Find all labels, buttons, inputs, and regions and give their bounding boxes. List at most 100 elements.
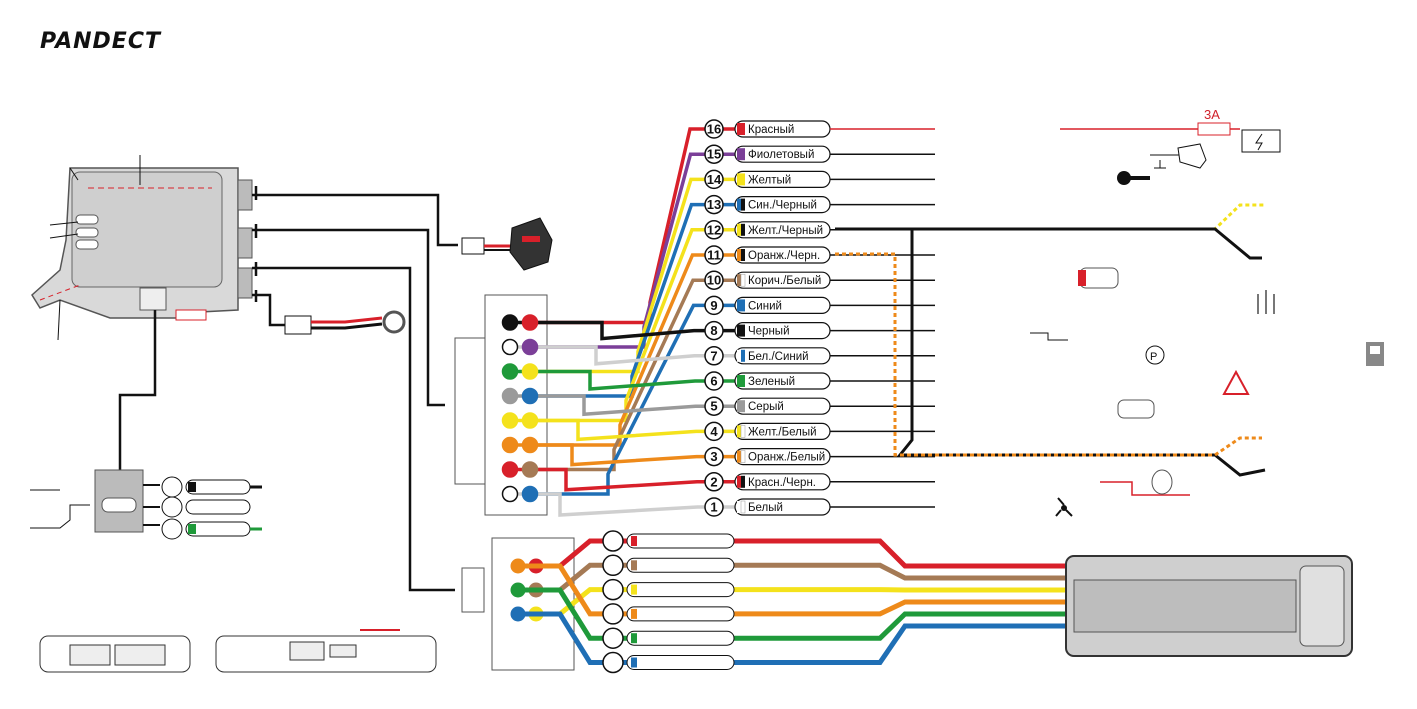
wire-color-swatch [737,475,741,488]
wire-label: Синий [748,300,782,312]
wire-label: Бел./Синий [748,351,809,363]
wire-number-badge [704,119,724,139]
connector-pin-13 [521,387,539,405]
wire-number-badge [704,396,724,416]
wire-label: Красн./Черн. [748,477,816,489]
wire-number: 7 [710,348,717,363]
wire-number: 1 [710,500,717,515]
wire-label: Желт./Белый [748,426,817,438]
fuel-icon [1366,342,1384,366]
wire-number: 6 [710,374,717,389]
wire-number-badge [704,245,724,265]
wire-color-swatch [631,633,637,644]
connector-pin-10 [521,461,539,478]
unit-side-view-right [215,629,437,673]
connector-pin-11 [521,436,539,454]
lower-connector-pin [510,606,526,622]
wire-label: Фиолетовый [748,149,814,161]
wire-15 [530,152,735,349]
wire-number-badge [704,346,724,366]
lower-wire-badge [602,627,624,649]
twisted-pair-can [835,203,1266,477]
wire-number: 9 [710,298,717,313]
wire-color-swatch [741,198,745,211]
wire-label: Серый [748,401,784,413]
wire-color-swatch [631,584,637,595]
wire-color-swatch [740,500,746,514]
wire-label: Оранж./Белый [748,452,825,464]
wire-color-swatch [741,123,745,135]
wire-11 [530,253,735,447]
connector-pin-15 [521,338,539,356]
service-button [461,217,553,271]
lower-wire-capsule [626,557,735,573]
ground-connector [284,310,406,335]
wire-number-badge [704,497,724,517]
wire-color-swatch [737,501,741,513]
wire-color-swatch [631,560,637,571]
fuse-label: 3A [1204,107,1220,122]
wire-label: Зеленый [748,376,795,388]
wire-number: 8 [710,323,717,338]
connector-pin-8 [501,314,519,331]
fan-icon [1055,497,1073,517]
lower-wire-capsule [626,582,735,598]
wire-color-swatch [631,536,637,546]
door-light-icon [1117,399,1155,419]
battery-icon [1241,129,1281,153]
connector-pin-16 [521,314,539,331]
car-light-icon [1078,267,1119,289]
wire-number: 14 [707,172,722,187]
ignition-lock-icon [1150,143,1207,169]
lower-wire-capsule [626,630,735,646]
connector-pin-7 [501,338,519,356]
connector-pin-1 [501,485,519,503]
wire-label: Желт./Черный [748,225,823,237]
connector-pin-5 [501,387,519,405]
lower-wire-bundle [510,530,1066,674]
hazard-icon [1222,369,1250,395]
main-unit [31,155,253,341]
wire-number-badge [704,421,724,442]
wire-color-swatch [741,375,745,387]
wire-number-badge [704,270,724,290]
connector-pin-9 [521,485,539,503]
wire-color-swatch [737,450,741,463]
lower-wire-badge [602,554,624,577]
wire-color-swatch [631,657,637,668]
lower-connector-pin [510,558,526,574]
wire-number: 11 [707,248,721,263]
temperature-sensor-connector [30,469,262,540]
lower-wire-badge [602,530,624,552]
lower-wire-badge [602,651,624,674]
siren-icon [1100,469,1190,496]
wire-color-swatch [737,223,741,236]
wire-color-swatch [741,148,745,161]
wire-label: Корич./Белый [748,275,821,287]
connector-pin-14 [521,363,539,380]
wire-number: 3 [710,449,717,464]
parking-brake-icon: P [1145,345,1165,365]
wire-color-swatch [741,223,745,236]
lower-connector-pin [510,582,526,598]
lower-wire-capsule [626,655,735,670]
wire-number-badge [704,194,724,215]
wire-color-swatch [737,324,741,337]
wire-14 [530,177,735,374]
wire-color-swatch [737,425,741,438]
wire-color-swatch [741,173,745,186]
wire-number: 13 [707,197,721,212]
wire-color-swatch [741,324,745,337]
wire-label: Желтый [748,174,791,186]
wire-color-swatch [737,299,741,312]
lower-wire-badge [602,603,624,625]
wire-number-badge [704,144,724,164]
heater-icon [1257,290,1275,314]
wire-color-swatch [737,123,741,135]
wire-number-badge [704,220,724,240]
wire-number: 4 [710,424,718,439]
wire-number: 16 [707,122,721,137]
wire-color-swatch [741,349,745,362]
wire-number: 2 [710,474,717,489]
